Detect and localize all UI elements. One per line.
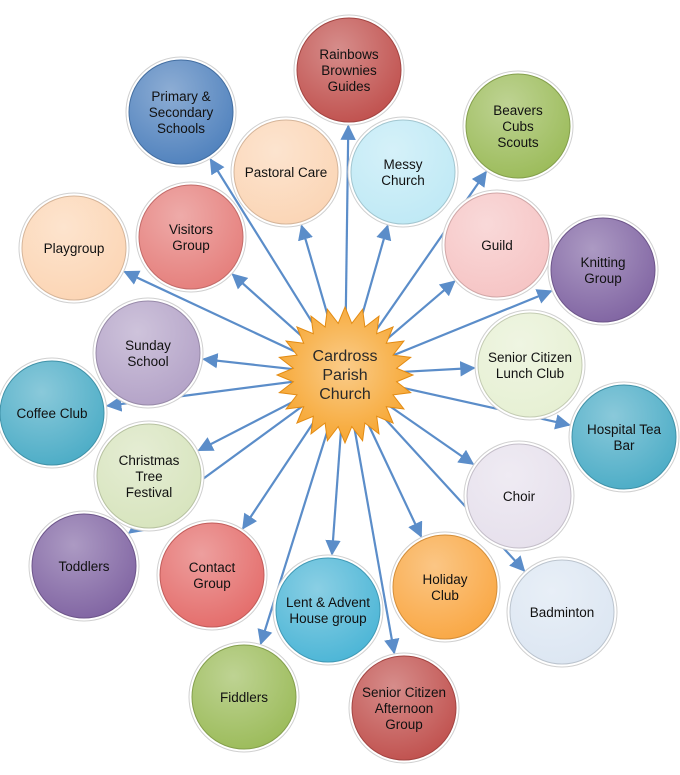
node-coffee-club: Coffee Club	[0, 357, 108, 469]
node-badminton: Badminton	[506, 556, 618, 668]
arrow-to-playgroup	[123, 270, 317, 363]
node-circle	[275, 557, 381, 663]
node-circle	[128, 59, 234, 165]
node-playgroup: Playgroup	[18, 192, 130, 304]
node-circle	[465, 73, 571, 179]
node-circle	[444, 192, 550, 298]
node-circle	[138, 184, 244, 290]
node-circle	[21, 195, 127, 301]
starburst-shape	[275, 305, 415, 445]
node-circle	[296, 17, 402, 123]
node-circle	[392, 534, 498, 640]
node-circle	[571, 384, 677, 490]
node-label: Coffee Club	[16, 406, 87, 421]
node-label: Pastoral Care	[245, 165, 328, 180]
node-label: Guild	[481, 238, 513, 253]
node-circle	[550, 217, 656, 323]
node-circle	[191, 644, 297, 750]
node-label: Fiddlers	[220, 690, 268, 705]
node-choir: Choir	[463, 440, 575, 552]
node-label: Badminton	[530, 605, 595, 620]
arrow-to-senior-citizen-afternoon-group	[349, 406, 400, 655]
arrow-to-knitting-group	[374, 289, 553, 364]
node-toddlers: Toddlers	[28, 510, 140, 622]
node-circle	[31, 513, 137, 619]
node-circle	[159, 522, 265, 628]
node-circle	[466, 443, 572, 549]
arrow-to-primary-secondary-schools	[209, 158, 330, 349]
node-label: Toddlers	[58, 559, 109, 574]
node-guild: Guild	[441, 189, 553, 301]
node-circle	[0, 360, 105, 466]
node-circle	[95, 300, 201, 406]
node-label: Choir	[503, 489, 536, 504]
node-pastoral-care: Pastoral Care	[230, 116, 342, 228]
arrow-to-rainbows-brownies-guides	[340, 124, 356, 344]
node-circle	[350, 119, 456, 225]
connector-arrows	[105, 124, 571, 655]
node-fiddlers: Fiddlers	[188, 641, 300, 753]
node-circle	[96, 423, 202, 529]
node-circle	[233, 119, 339, 225]
node-circle	[509, 559, 615, 665]
node-circle	[351, 655, 457, 761]
node-label: Playgroup	[44, 241, 105, 256]
node-circle	[477, 312, 583, 418]
